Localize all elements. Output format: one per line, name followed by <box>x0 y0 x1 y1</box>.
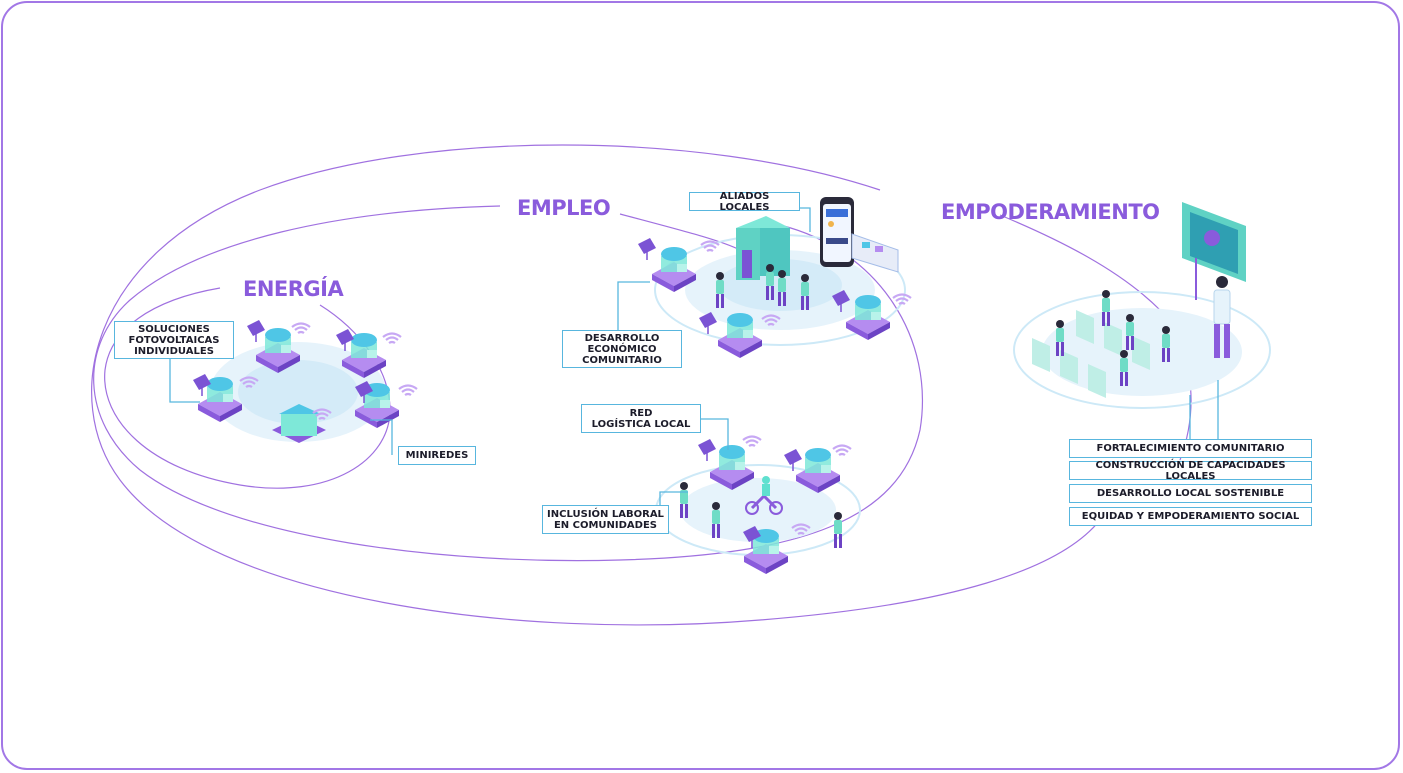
empleo-bottom-cluster <box>655 435 861 574</box>
chairs <box>1032 310 1150 398</box>
label-fortalecimiento: FORTALECIMIENTO COMUNITARIO <box>1069 439 1312 458</box>
label-minirredes: MINIREDES <box>398 446 476 465</box>
label-inclusion-laboral: INCLUSIÓN LABORAL EN COMUNIDADES <box>542 505 669 534</box>
empoderamiento-cluster <box>1013 202 1271 409</box>
screen-icon <box>1182 202 1246 300</box>
label-red-logistica: RED LOGÍSTICA LOCAL <box>581 404 701 433</box>
label-soluciones-fotovoltaicas: SOLUCIONES FOTOVOLTAICAS INDIVIDUALES <box>114 321 234 359</box>
energia-cluster <box>192 319 419 443</box>
presenter-icon <box>1213 276 1231 358</box>
label-desarrollo-economico: DESARROLLO ECONÓMICO COMUNITARIO <box>562 330 682 368</box>
heading-energia: ENERGÍA <box>243 277 344 301</box>
motorbike-icon <box>745 476 783 515</box>
heading-empoderamiento: EMPODERAMIENTO <box>941 200 1160 224</box>
store-icon <box>272 404 326 443</box>
label-aliados-locales: ALIADOS LOCALES <box>689 191 800 213</box>
empleo-top-cluster <box>637 197 913 358</box>
label-equidad: EQUIDAD Y EMPODERAMIENTO SOCIAL <box>1069 507 1312 526</box>
phone-icon <box>820 197 899 273</box>
heading-empleo: EMPLEO <box>517 196 611 220</box>
label-construccion: CONSTRUCCIÓN DE CAPACIDADES LOCALES <box>1069 460 1312 482</box>
label-desarrollo-local: DESARROLLO LOCAL SOSTENIBLE <box>1069 484 1312 503</box>
kiosk-icon <box>736 216 790 280</box>
connector-lines <box>169 207 1219 508</box>
